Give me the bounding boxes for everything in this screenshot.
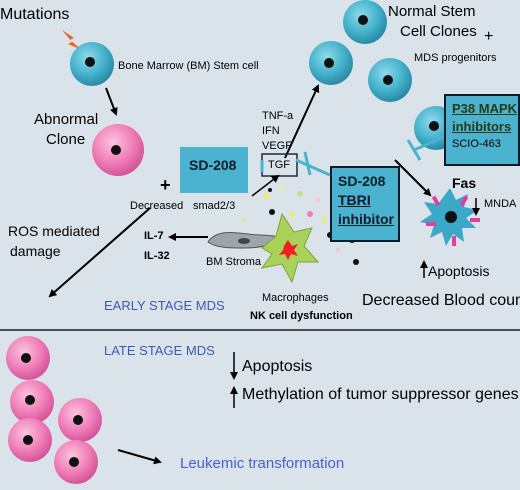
plus-mid: + xyxy=(160,175,171,195)
arrow-ros-damage xyxy=(48,207,151,298)
mutations-label: Mutations xyxy=(0,6,70,23)
sd208-left-text: SD-208 xyxy=(189,157,237,173)
vegf-label: VEGF xyxy=(262,140,292,152)
p38-line1: P38 MAPK xyxy=(452,101,518,116)
scio-label: SCIO-463 xyxy=(452,138,501,151)
arrow-stem-to-abnormal xyxy=(105,87,118,116)
bm-stem-cell-label: Bone Marrow (BM) Stem cell xyxy=(118,60,259,72)
p38-line2: inhibitors xyxy=(452,118,512,134)
lightning-icon xyxy=(62,30,82,50)
p38-mapk-box: P38 MAPK inhibitors SCIO-463 xyxy=(444,94,520,166)
abnormal-label-1: Abnormal xyxy=(34,111,99,128)
macrophage-cell xyxy=(260,212,320,284)
ros-label-1: ROS mediated xyxy=(8,223,100,239)
early-stage-label: EARLY STAGE MDS xyxy=(104,298,225,313)
il32-label: IL-32 xyxy=(144,250,170,262)
sd208-right-line1: SD-208 xyxy=(338,173,386,189)
decreased-label: Decreased xyxy=(130,200,184,212)
late-apoptosis-label: Apoptosis xyxy=(242,358,313,375)
normal-stem-label-2: Cell Clones xyxy=(400,23,477,40)
normal-stem-label-1: Normal Stem xyxy=(388,3,476,20)
apoptosis-up-label: Apoptosis xyxy=(428,263,490,279)
ros-label-2: damage xyxy=(10,243,61,259)
fas-label: Fas xyxy=(452,175,477,191)
bm-stem-cell xyxy=(70,42,114,86)
abnormal-clone-cell xyxy=(92,124,144,176)
arrow-leukemic xyxy=(117,449,162,465)
smad-label: smad2/3 xyxy=(193,200,236,212)
il7-label: IL-7 xyxy=(144,230,164,242)
sd208-right-line2: TBRI xyxy=(338,191,371,208)
abnormal-label-2: Clone xyxy=(46,131,86,148)
sd208-tbri-box: SD-208 TBRI inhibitor xyxy=(330,166,400,242)
bm-stroma-label: BM Stroma xyxy=(206,256,262,268)
arrow-to-apoptosis xyxy=(394,159,432,197)
tgf-label: TGF xyxy=(268,159,290,171)
late-stage-cells xyxy=(6,336,102,484)
ifn-label: IFN xyxy=(262,125,280,137)
sd208-left-box: SD-208 xyxy=(180,147,248,193)
plus-top: + xyxy=(484,28,494,45)
mnda-label: MNDA xyxy=(484,198,517,210)
mds-progenitors-label: MDS progenitors xyxy=(414,52,497,64)
apoptotic-cell xyxy=(420,188,480,246)
tnfa-label: TNF-a xyxy=(262,110,294,122)
normal-stem-cells xyxy=(309,0,458,150)
methylation-label: Methylation of tumor suppressor genes xyxy=(242,386,519,403)
leukemic-label: Leukemic transformation xyxy=(180,455,345,472)
nk-dysfunction-label: NK cell dysfunction xyxy=(250,310,353,322)
arrow-smad xyxy=(251,174,280,197)
late-stage-label: LATE STAGE MDS xyxy=(104,343,215,358)
macrophages-label: Macrophages xyxy=(262,292,329,304)
sd208-right-line3: inhibitor xyxy=(338,210,394,227)
arrow-cytokines-to-stem xyxy=(284,84,320,159)
decreased-blood-label: Decreased Blood counts xyxy=(362,292,520,309)
